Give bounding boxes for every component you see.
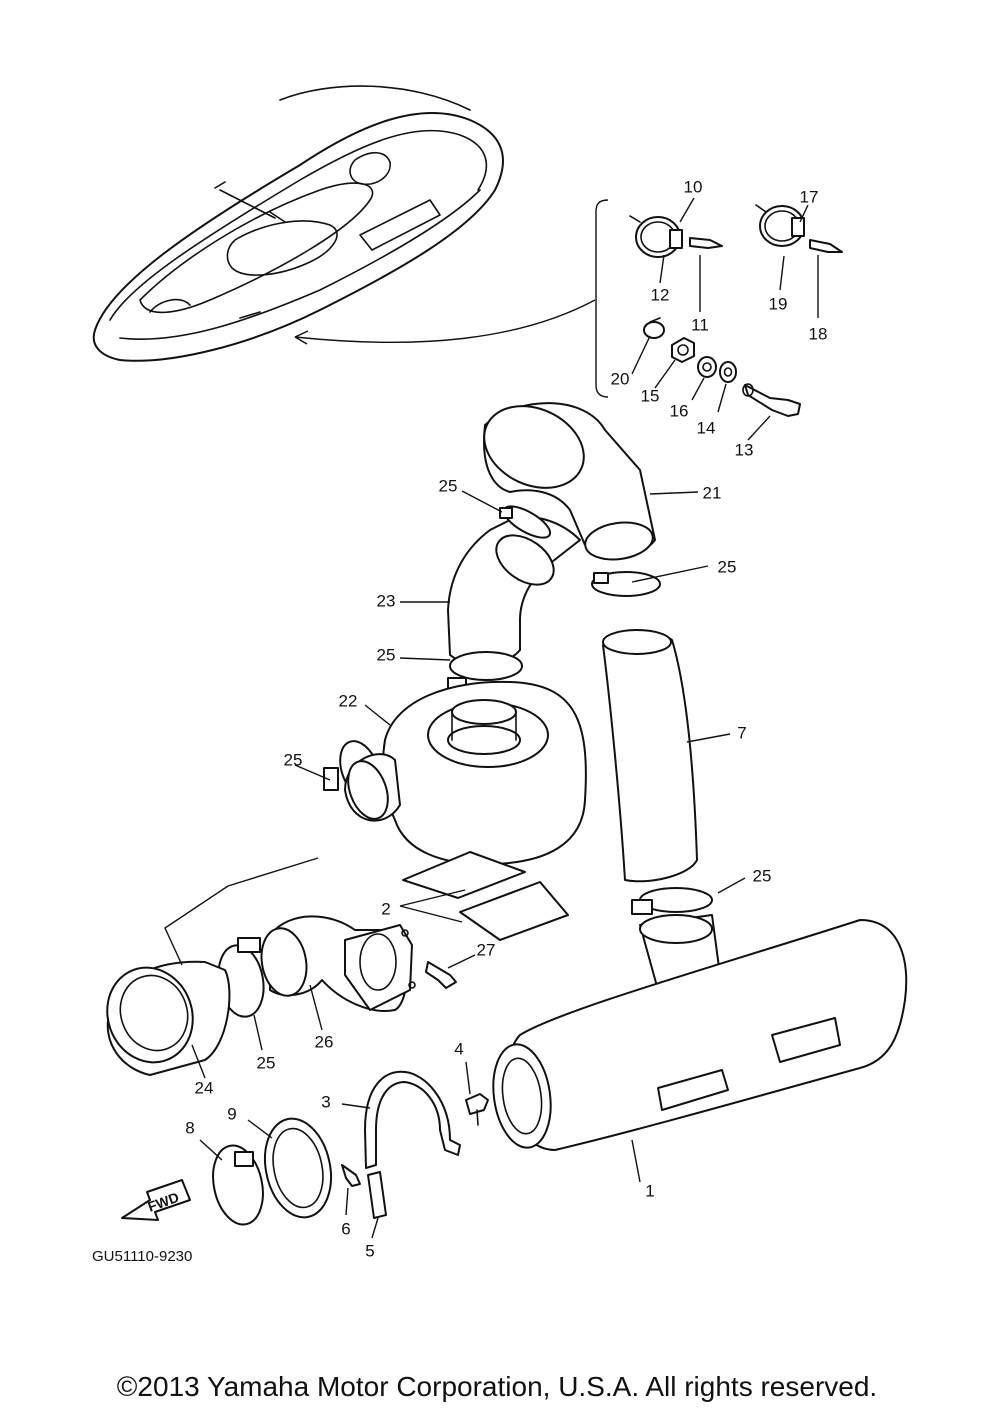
hose-7 xyxy=(602,629,698,883)
hose-clamp-17 xyxy=(755,204,805,247)
nut-15 xyxy=(671,337,695,363)
copyright-notice: ©2013 Yamaha Motor Corporation, U.S.A. A… xyxy=(117,1371,877,1402)
hose-clamp-8 xyxy=(212,1144,264,1226)
bolt-27 xyxy=(425,961,457,989)
muffler-22 xyxy=(344,680,587,866)
callout-25-a[interactable]: 25 xyxy=(439,476,458,495)
callout-4[interactable]: 4 xyxy=(454,1039,463,1058)
callout-23[interactable]: 23 xyxy=(377,591,396,610)
muffler-1 xyxy=(492,914,908,1151)
callout-25-e[interactable]: 25 xyxy=(753,866,772,885)
hose-clamp-25a xyxy=(499,505,552,539)
pipe-26 xyxy=(260,915,416,1012)
callout-20[interactable]: 20 xyxy=(611,369,630,388)
leader-lines xyxy=(164,197,819,1239)
diagram-code: GU51110-9230 xyxy=(92,1248,192,1265)
bracket-5 xyxy=(367,1171,387,1219)
callout-6[interactable]: 6 xyxy=(341,1219,350,1238)
rubber-sleeve-9 xyxy=(264,1117,332,1219)
callout-15[interactable]: 15 xyxy=(641,386,660,405)
callout-11[interactable]: 11 xyxy=(691,315,709,334)
callout-25-d[interactable]: 25 xyxy=(284,750,303,769)
washer-16 xyxy=(697,356,717,378)
forward-arrow-icon: FWD xyxy=(121,1179,191,1221)
hose-clamp-25b xyxy=(591,571,661,597)
overview-arrow xyxy=(294,299,596,344)
watercraft-illustration xyxy=(92,85,504,362)
band-3 xyxy=(364,1070,461,1169)
callout-9[interactable]: 9 xyxy=(227,1104,236,1123)
callout-25-f[interactable]: 25 xyxy=(257,1053,276,1072)
callout-25-c[interactable]: 25 xyxy=(377,645,396,664)
callout-8[interactable]: 8 xyxy=(185,1118,194,1137)
callout-17[interactable]: 17 xyxy=(800,187,819,206)
callout-1[interactable]: 1 xyxy=(645,1181,654,1200)
callout-13[interactable]: 13 xyxy=(735,440,754,459)
hose-clamp-25e xyxy=(631,887,713,915)
callout-2[interactable]: 2 xyxy=(381,899,390,918)
callout-19[interactable]: 19 xyxy=(769,294,788,313)
callouts: 1 2 3 4 5 6 7 8 9 10 11 12 13 14 15 16 1… xyxy=(185,177,827,1260)
washer-14 xyxy=(719,361,737,383)
sheet-2 xyxy=(402,851,569,941)
hose-clamp-10 xyxy=(629,215,683,258)
callout-27[interactable]: 27 xyxy=(477,940,496,959)
callout-24[interactable]: 24 xyxy=(195,1078,214,1097)
hose-23 xyxy=(447,515,581,666)
hardware-group-bracket xyxy=(595,199,609,398)
callout-25-b[interactable]: 25 xyxy=(718,557,737,576)
callout-3[interactable]: 3 xyxy=(321,1092,330,1111)
callout-14[interactable]: 14 xyxy=(697,418,716,437)
callout-7[interactable]: 7 xyxy=(737,723,746,742)
callout-21[interactable]: 21 xyxy=(703,483,722,502)
hose-21 xyxy=(483,402,656,561)
rivet-11 xyxy=(689,237,723,249)
callout-22[interactable]: 22 xyxy=(339,691,358,710)
callout-16[interactable]: 16 xyxy=(670,401,689,420)
fitting-13 xyxy=(742,383,801,417)
callout-26[interactable]: 26 xyxy=(315,1032,334,1051)
rivet-18 xyxy=(809,239,843,253)
rivet-6 xyxy=(341,1164,361,1187)
callout-10[interactable]: 10 xyxy=(684,177,703,196)
clip-20 xyxy=(643,317,665,339)
callout-18[interactable]: 18 xyxy=(809,324,828,343)
bolt-4 xyxy=(465,1093,489,1126)
callout-5[interactable]: 5 xyxy=(365,1241,374,1260)
pipe-24 xyxy=(106,960,231,1076)
callout-12[interactable]: 12 xyxy=(651,285,670,304)
